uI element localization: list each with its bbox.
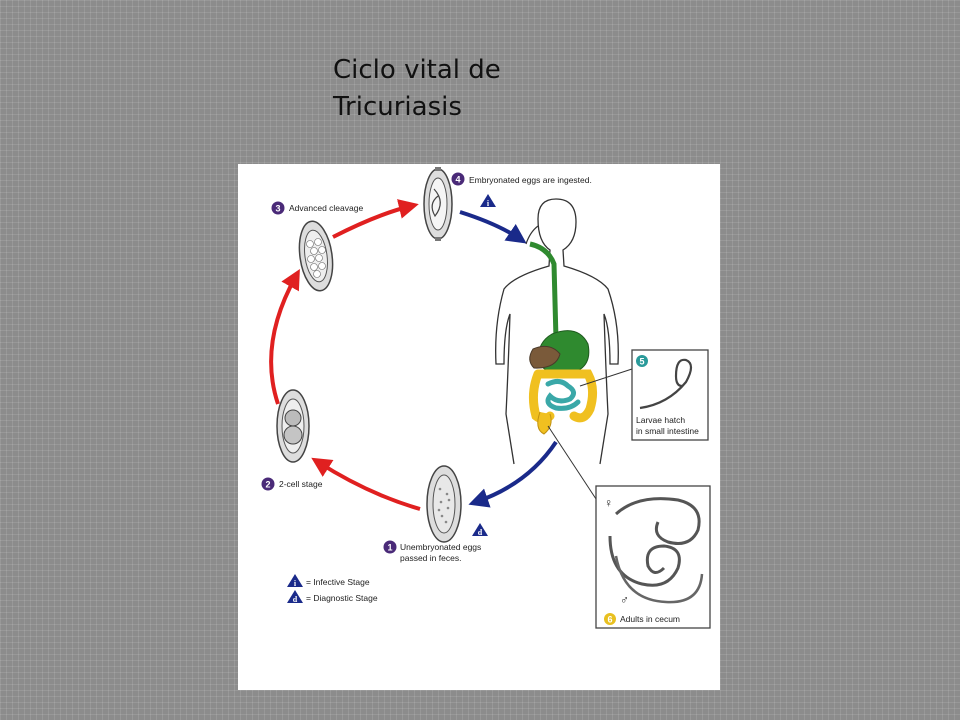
- life-cycle-figure: 5 Larvae hatch in small intestine ♀ ♂ 6 …: [238, 164, 720, 690]
- small-intestine: [545, 378, 581, 411]
- stage-4-badge: [451, 172, 465, 186]
- legend-infective: = Infective Stage: [306, 577, 370, 587]
- svg-text:i: i: [294, 579, 297, 588]
- svg-text:d: d: [293, 595, 298, 604]
- stage-2-badge: [261, 477, 275, 491]
- human-host-figure: [495, 198, 619, 465]
- inset-larvae: 5 Larvae hatch in small intestine: [631, 349, 709, 441]
- stage-5-label-line-2: in small intestine: [636, 426, 699, 436]
- inset-adults: ♀ ♂ 6 Adults in cecum: [595, 485, 711, 629]
- arrow-2-to-3: [269, 269, 300, 405]
- svg-text:i: i: [487, 199, 490, 208]
- stage-1-label-line-1: Unembryonated eggs: [400, 542, 481, 552]
- title-line-1: Ciclo vital de: [333, 55, 501, 85]
- arrow-4-to-host: [459, 210, 527, 244]
- arrow-3-to-4: [332, 199, 419, 239]
- callout-line-5: [579, 368, 633, 387]
- egg-4-embryonated: [423, 167, 453, 241]
- svg-text:d: d: [478, 528, 483, 537]
- male-worm: [608, 535, 681, 587]
- diagnostic-marker: d: [472, 523, 488, 537]
- egg-1-unembryonated: [426, 465, 462, 543]
- stage-6-number: 6: [607, 615, 612, 625]
- egg-2-two-cell: [276, 389, 310, 463]
- stage-1-label-line-2: passed in feces.: [400, 553, 461, 563]
- stage-2-number: 2: [265, 480, 270, 490]
- stage-3-badge: [271, 201, 285, 215]
- stage-5-number: 5: [639, 357, 644, 367]
- stage-4-number: 4: [455, 175, 460, 185]
- female-worm: [614, 497, 701, 545]
- legend: i = Infective Stage d = Diagnostic Stage: [287, 574, 378, 604]
- stage-1-number: 1: [387, 543, 392, 553]
- title-line-2: Tricuriasis: [333, 92, 462, 122]
- liver: [529, 345, 561, 369]
- stage-4-label: Embryonated eggs are ingested.: [469, 175, 592, 185]
- stage-6-label: Adults in cecum: [620, 614, 680, 624]
- larva-worm: [639, 358, 693, 410]
- stage-3-label: Advanced cleavage: [289, 203, 363, 213]
- egg-3-advanced-cleavage: [298, 220, 334, 292]
- adult-worm-3: [614, 555, 704, 604]
- stage-6-badge: [604, 613, 616, 625]
- female-symbol: ♀: [604, 496, 613, 510]
- stage-5-badge: [636, 355, 648, 367]
- stage-1-badge: [383, 540, 397, 554]
- stage-3-number: 3: [275, 204, 280, 214]
- legend-diagnostic: = Diagnostic Stage: [306, 593, 378, 603]
- stage-5-label-line-1: Larvae hatch: [636, 415, 685, 425]
- esophagus: [529, 241, 559, 340]
- slide-title: Ciclo vital de Tricuriasis: [333, 52, 593, 126]
- infective-marker-top: i: [480, 194, 496, 208]
- callout-line-6: [547, 425, 599, 503]
- arrow-host-to-1: [468, 440, 558, 508]
- arrow-1-to-2: [311, 457, 421, 511]
- stage-2-label: 2-cell stage: [279, 479, 323, 489]
- male-symbol: ♂: [620, 593, 629, 607]
- cecum: [537, 411, 552, 435]
